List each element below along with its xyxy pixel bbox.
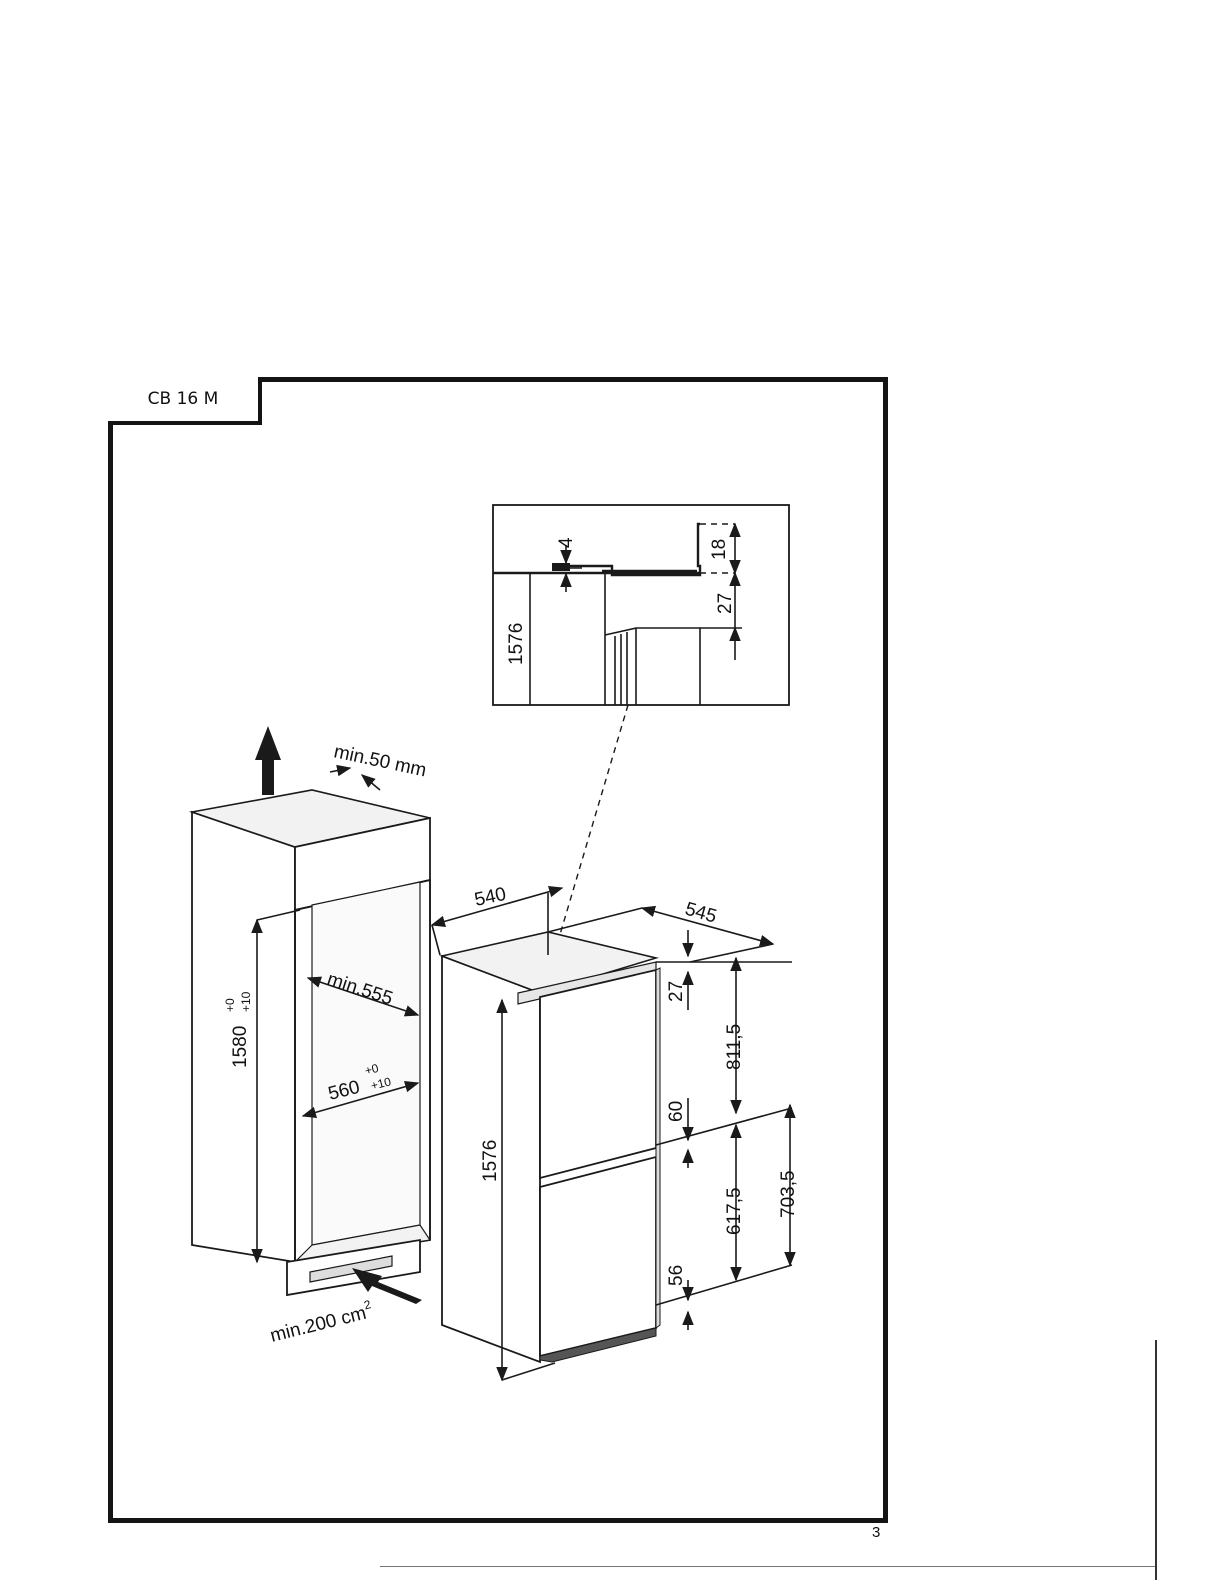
niche-height-value: 1580: [230, 1026, 251, 1068]
appliance-door-edge: [656, 968, 660, 1328]
air-outlet-arrow-icon: [255, 726, 281, 795]
appliance-depth-ext: [548, 908, 642, 932]
detail-box: [493, 505, 789, 705]
niche-height-tol-upper: +0: [223, 998, 237, 1012]
appliance-upper-door: [540, 970, 656, 1178]
appliance-height-value: 1576: [480, 1140, 501, 1182]
vent-bottom-value: min.200 cm: [268, 1303, 368, 1347]
chain-56-value: 56: [666, 1265, 687, 1286]
chain-27-value: 27: [666, 981, 687, 1002]
niche-height-tol-lower: +10: [239, 991, 253, 1012]
chain-617-value: 617,5: [724, 1187, 745, 1235]
detail-inset: 4 18 27 1576: [493, 505, 789, 705]
detail-spacer: [552, 563, 570, 571]
appliance-depth-value: 545: [683, 899, 719, 928]
appliance-body: [442, 932, 660, 1362]
appliance-height-ext: [502, 1363, 555, 1380]
appliance-width-value: 540: [473, 884, 508, 911]
chain-60-value: 60: [666, 1101, 687, 1122]
niche-cabinet: [192, 790, 430, 1295]
appliance-lower-door: [540, 1157, 656, 1356]
appliance-depth-ext-2: [690, 944, 773, 962]
appliance-width-ext-left: [432, 925, 440, 955]
vent-top-arrow-2: [362, 775, 380, 790]
chain-811-value: 811,5: [724, 1024, 745, 1070]
detail-dim-27: 27: [715, 593, 736, 614]
vent-top-label: min.50 mm: [332, 741, 428, 781]
chain-703-value: 703,5: [778, 1170, 799, 1218]
vent-bottom-label: min.200 cm2: [267, 1297, 375, 1347]
vent-top-arrow-1: [330, 768, 350, 772]
detail-dim-4: 4: [556, 537, 577, 548]
detail-dim-1576: 1576: [506, 623, 527, 665]
detail-dim-18: 18: [709, 539, 730, 560]
detail-leader-line: [556, 705, 628, 948]
